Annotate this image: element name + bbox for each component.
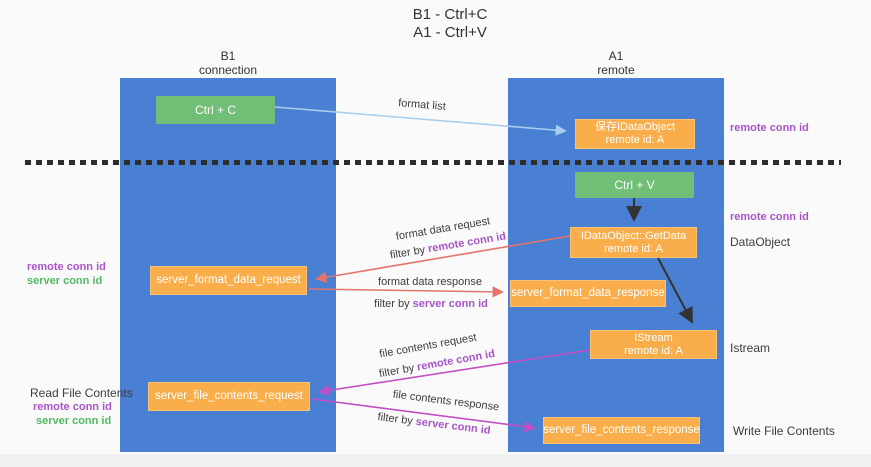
node-server-file-contents-response: server_file_contents_response (543, 417, 700, 444)
lane-a1-name: A1 (608, 49, 624, 63)
node-istream: IStream remote id: A (590, 330, 717, 359)
label-filter-accent-2: server conn id (412, 298, 488, 310)
node-idataobject-getdata: IDataObject::GetData remote id: A (570, 227, 697, 258)
node-save-idataobject-line2: remote id: A (605, 134, 665, 146)
node-server-file-contents-request: server_file_contents_request (148, 382, 310, 411)
label-remote-conn-id-left-1: remote conn id (27, 261, 106, 273)
label-dataobject: DataObject (730, 235, 791, 249)
node-ctrl-c: Ctrl + C (156, 96, 275, 124)
label-filter-prefix-4: filter by (376, 411, 417, 428)
label-filter-prefix-1: filter by (389, 243, 430, 262)
label-write-file-contents: Write File Contents (733, 424, 835, 438)
node-getdata-line2: remote id: A (604, 242, 663, 255)
label-server-conn-id-left-2: server conn id (36, 415, 112, 427)
lane-b1-role: connection (198, 63, 258, 77)
lane-b1-name: B1 (220, 49, 236, 63)
node-ctrl-v: Ctrl + V (575, 172, 694, 198)
node-server-format-data-response: server_format_data_response (510, 280, 666, 307)
node-server-file-contents-response-label: server_file_contents_response (543, 424, 700, 436)
node-ctrl-v-label: Ctrl + V (614, 177, 655, 192)
label-remote-conn-id-right-1: remote conn id (730, 122, 809, 134)
arrow-format-data-response (308, 286, 504, 298)
node-save-idataobject-line1: 保存IDataObject (594, 121, 676, 133)
label-filter-accent-4: server conn id (415, 415, 492, 437)
session-separator-dashed-line (25, 160, 841, 165)
label-filter-by-server-conn-id-2: filter by server conn id (377, 411, 491, 437)
node-save-idataobject: 保存IDataObject remote id: A (575, 119, 695, 149)
node-server-format-data-request: server_format_data_request (150, 266, 307, 295)
lane-a1-role: remote (597, 63, 635, 77)
node-getdata-line1: IDataObject::GetData (580, 229, 687, 242)
label-server-conn-id-left-1: server conn id (27, 275, 103, 287)
title-line-2: A1 - Ctrl+V (413, 24, 487, 41)
label-filter-by-server-conn-id-1: filter by server conn id (374, 298, 488, 310)
node-server-file-contents-request-label: server_file_contents_request (155, 390, 303, 402)
title-line-1: B1 - Ctrl+C (412, 6, 488, 23)
node-server-format-data-request-label: server_format_data_request (156, 274, 301, 286)
label-remote-conn-id-left-2: remote conn id (33, 401, 112, 413)
label-istream: Istream (730, 341, 771, 355)
label-filter-prefix-3: filter by (378, 361, 419, 381)
lane-header-a1: A1 remote (508, 49, 724, 77)
label-read-file-contents: Read File Contents (30, 386, 133, 400)
label-format-data-response: format data response (378, 276, 482, 288)
label-remote-conn-id-right-2: remote conn id (730, 211, 809, 223)
lane-header-b1: B1 connection (120, 49, 336, 77)
node-server-format-data-response-label: server_format_data_response (511, 287, 665, 299)
diagram-title: B1 - Ctrl+C A1 - Ctrl+V (330, 6, 570, 42)
node-ctrl-c-label: Ctrl + C (194, 102, 236, 117)
label-format-list: format list (397, 97, 447, 113)
bottom-band (0, 454, 871, 467)
label-file-contents-response: file contents response (392, 388, 500, 414)
node-istream-line1: IStream (634, 331, 673, 344)
node-istream-line2: remote id: A (624, 344, 683, 357)
label-filter-prefix-2: filter by (374, 298, 413, 310)
